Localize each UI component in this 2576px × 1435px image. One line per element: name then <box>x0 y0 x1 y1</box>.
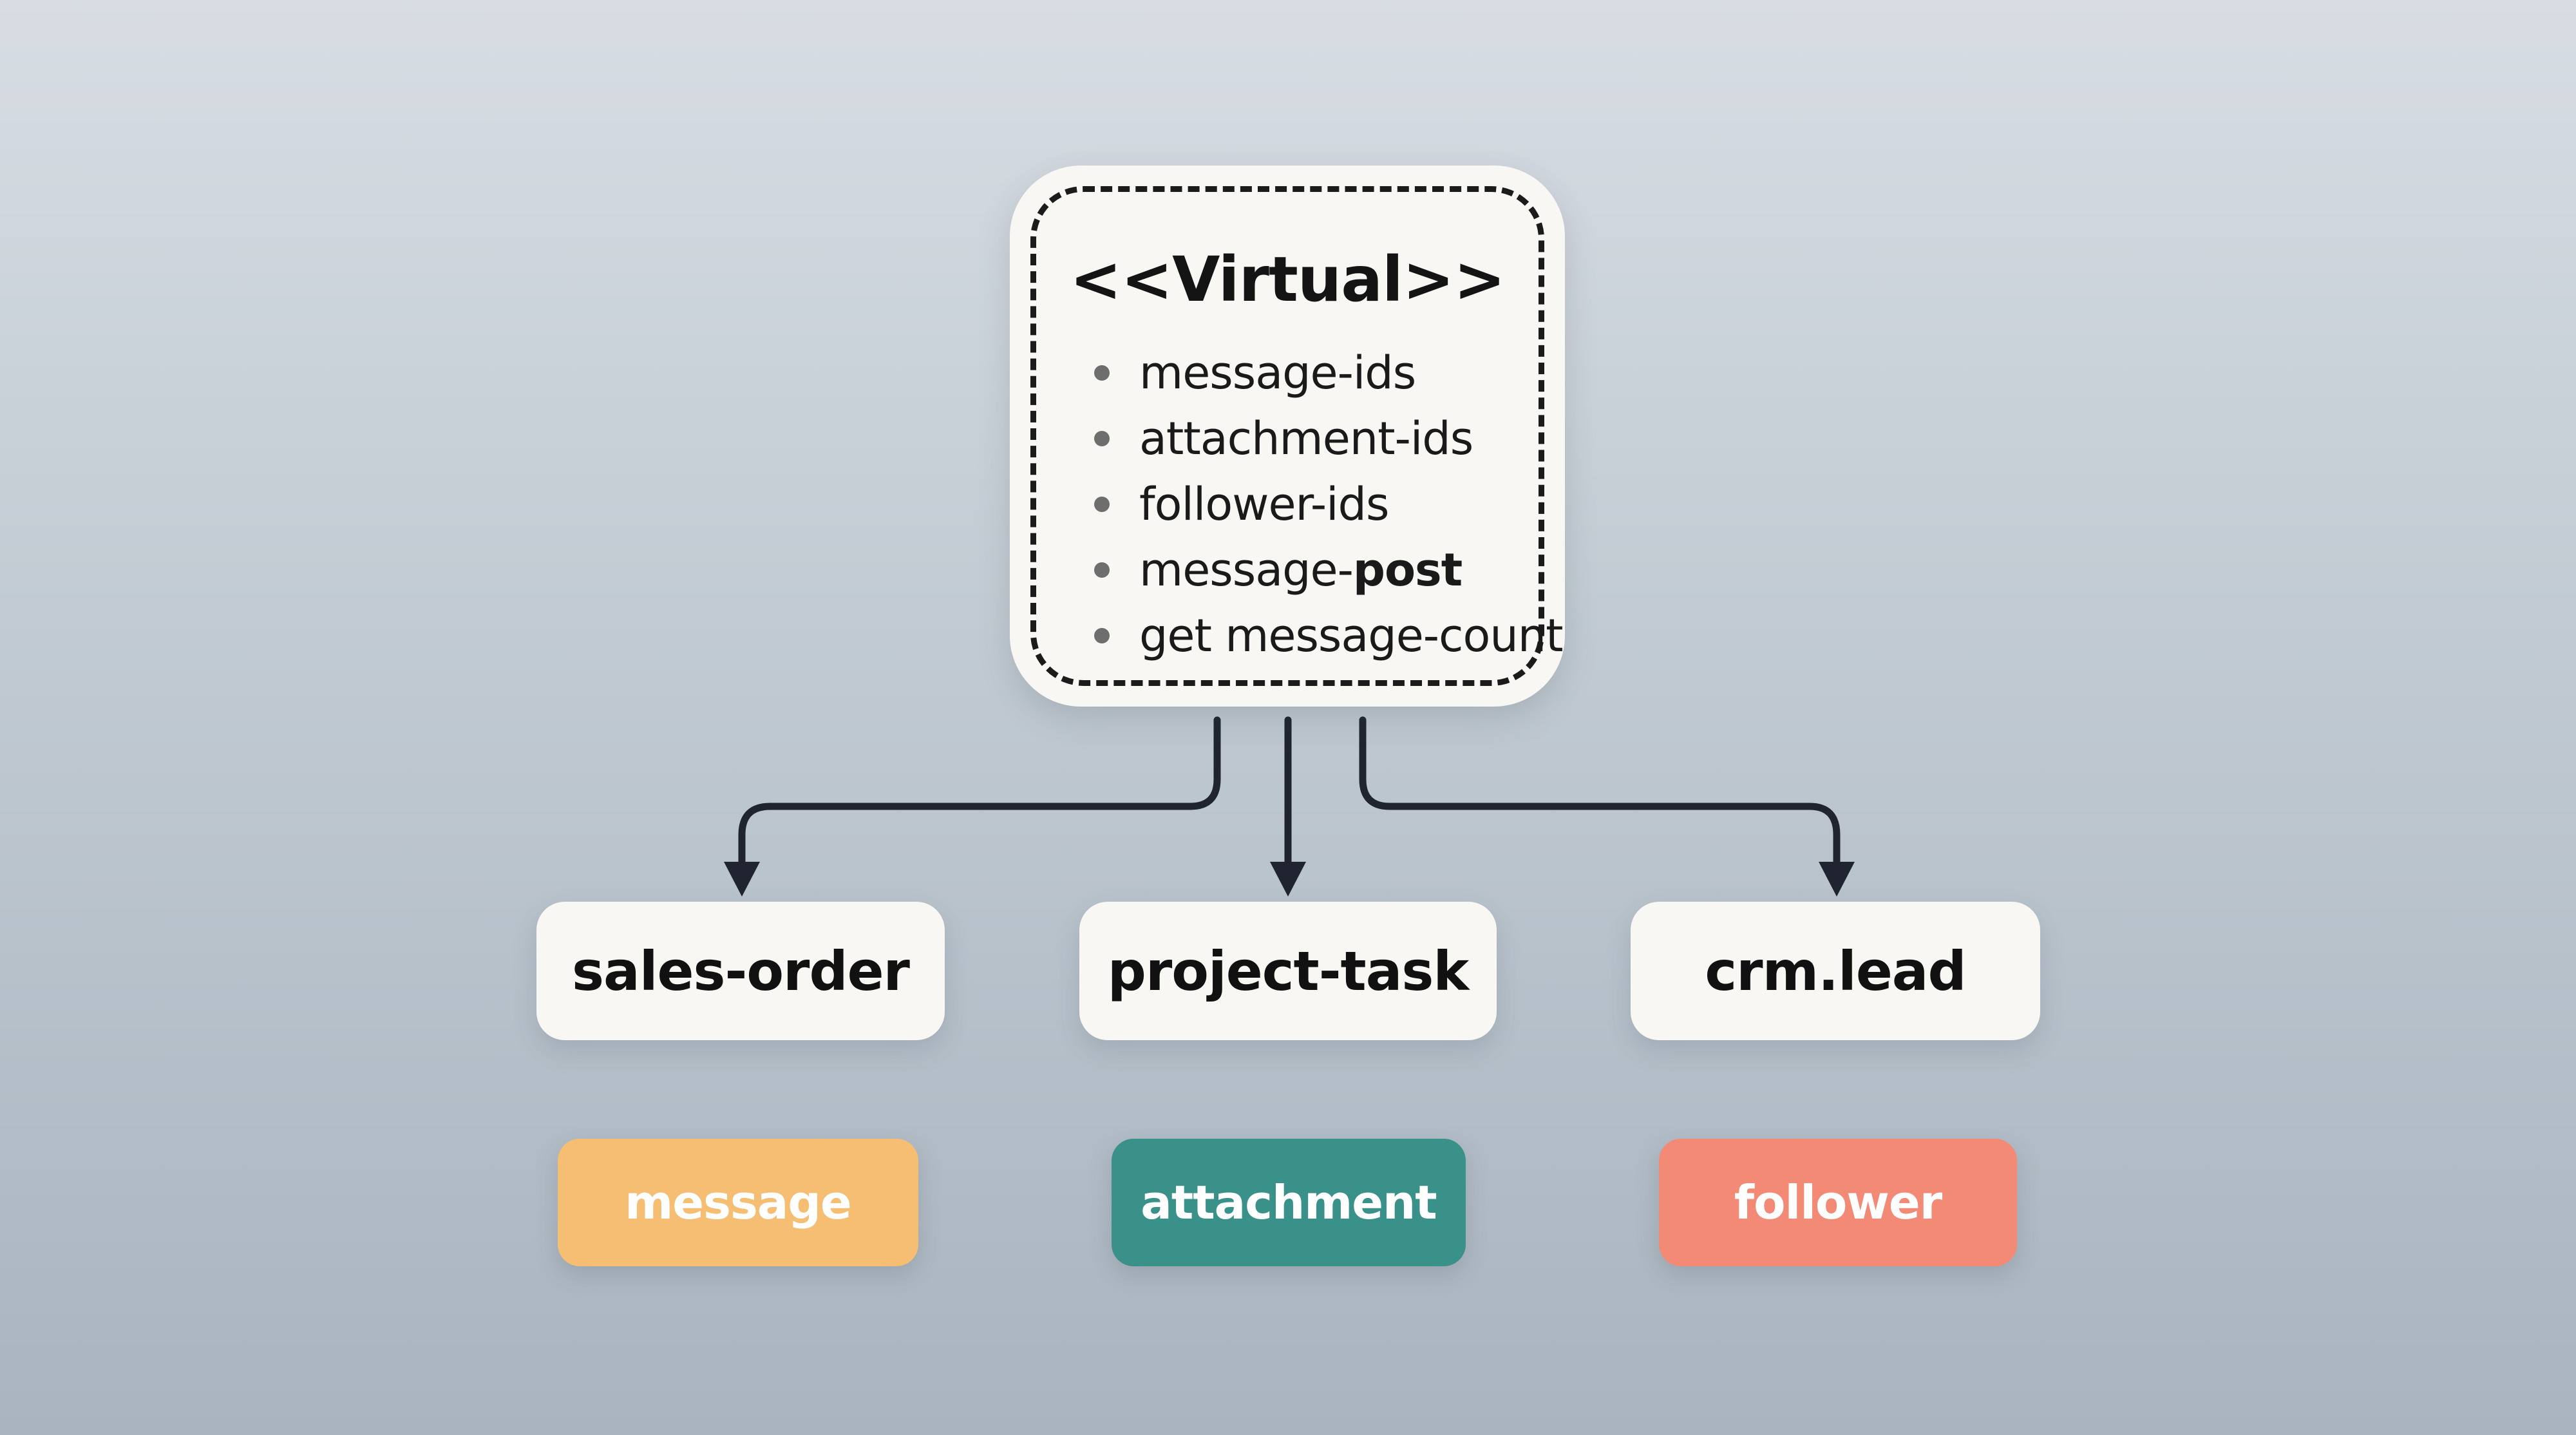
arrowhead-project-task <box>1270 862 1306 897</box>
arrowhead-sales-order <box>724 862 760 897</box>
list-item: follower-ids <box>1094 471 1563 537</box>
virtual-field-list: message-ids attachment-ids follower-ids … <box>1094 340 1564 669</box>
method-name: get message-count <box>1139 609 1564 662</box>
virtual-mixin-card: <<Virtual>> message-ids attachment-ids f… <box>1010 166 1565 707</box>
tag-message: message <box>558 1139 918 1266</box>
bullet-icon <box>1094 431 1110 446</box>
list-item: attachment-ids <box>1094 406 1563 471</box>
bullet-icon <box>1094 365 1110 381</box>
tag-follower: follower <box>1659 1139 2017 1266</box>
bullet-icon <box>1094 497 1110 512</box>
field-name: follower-ids <box>1139 478 1389 531</box>
tag-attachment: attachment <box>1112 1139 1466 1266</box>
list-item: message-ids <box>1094 340 1563 406</box>
method-name-bold: post <box>1352 544 1463 596</box>
connector-crm-lead <box>1359 716 1841 873</box>
connector-sales-order <box>738 716 1221 873</box>
bullet-icon <box>1094 562 1110 578</box>
field-name: attachment-ids <box>1139 412 1473 465</box>
model-box-project-task: project-task <box>1079 902 1497 1040</box>
list-item: message-post <box>1094 537 1563 603</box>
field-name: message-ids <box>1139 347 1416 399</box>
virtual-title: <<Virtual>> <box>1070 243 1506 316</box>
model-box-crm-lead: crm.lead <box>1631 902 2040 1040</box>
list-item: get message-count <box>1094 603 1564 669</box>
arrowhead-crm-lead <box>1819 862 1855 897</box>
virtual-dashed-border: <<Virtual>> message-ids attachment-ids f… <box>1030 186 1564 686</box>
model-box-sales-order: sales-order <box>536 902 945 1040</box>
bullet-icon <box>1094 628 1110 643</box>
method-name: message- <box>1139 544 1354 596</box>
